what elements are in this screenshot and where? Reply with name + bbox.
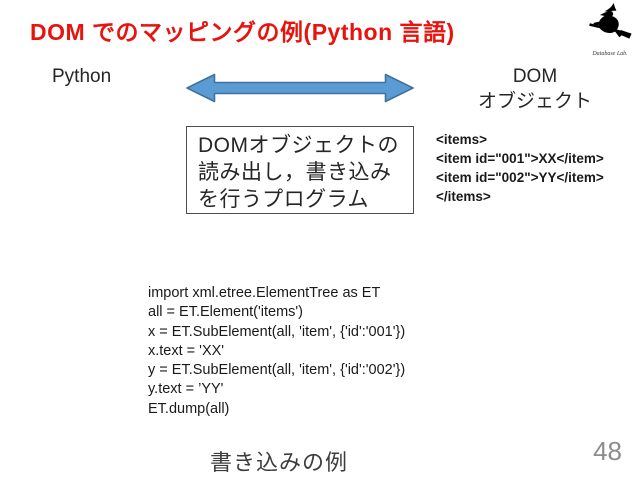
xml-line: <items>: [436, 132, 488, 147]
dom-object-label-line1: DOM: [512, 66, 558, 87]
xml-line: <item id="002">YY</item>: [436, 170, 604, 185]
xml-snippet: <items> <item id="001">XX</item> <item i…: [436, 130, 640, 206]
program-box-line: を行うプログラム: [198, 188, 369, 211]
program-description-box: DOMオブジェクトの 読み出し，書き込み を行うプログラム: [186, 126, 414, 214]
python-label: Python: [52, 66, 112, 87]
code-line: all = ET.Element('items'): [148, 304, 304, 321]
dom-object-label-line2: オブジェクト: [477, 91, 592, 112]
logo-caption: Database Lab.: [592, 51, 628, 57]
code-line: x = ET.SubElement(all, 'item', {'id':'00…: [148, 323, 406, 340]
code-line: y = ET.SubElement(all, 'item', {'id':'00…: [148, 362, 406, 379]
mapping-arrow: [184, 71, 416, 105]
slide-caption: 書き込みの例: [210, 450, 349, 475]
page-number: 48: [593, 436, 622, 466]
program-box-line: 読み出し，書き込み: [198, 161, 392, 184]
code-line: ET.dump(all): [148, 400, 230, 417]
code-line: import xml.etree.ElementTree as ET: [148, 285, 381, 301]
xml-line: <item id="001">XX</item>: [436, 151, 604, 166]
program-box-line: DOMオブジェクトの: [198, 134, 399, 157]
double-arrow-icon: [184, 73, 416, 109]
witch-logo-icon: [586, 2, 634, 52]
dom-object-label: DOM オブジェクト: [440, 64, 630, 114]
code-line: x.text = 'XX': [148, 342, 225, 359]
code-line: y.text = ’YY': [148, 381, 224, 398]
xml-line: </items>: [436, 189, 491, 204]
python-code-block: import xml.etree.ElementTree as ET all =…: [148, 284, 448, 419]
slide-title: DOM でのマッピングの例(Python 言語): [30, 19, 455, 45]
logo: Database Lab.: [583, 2, 637, 57]
